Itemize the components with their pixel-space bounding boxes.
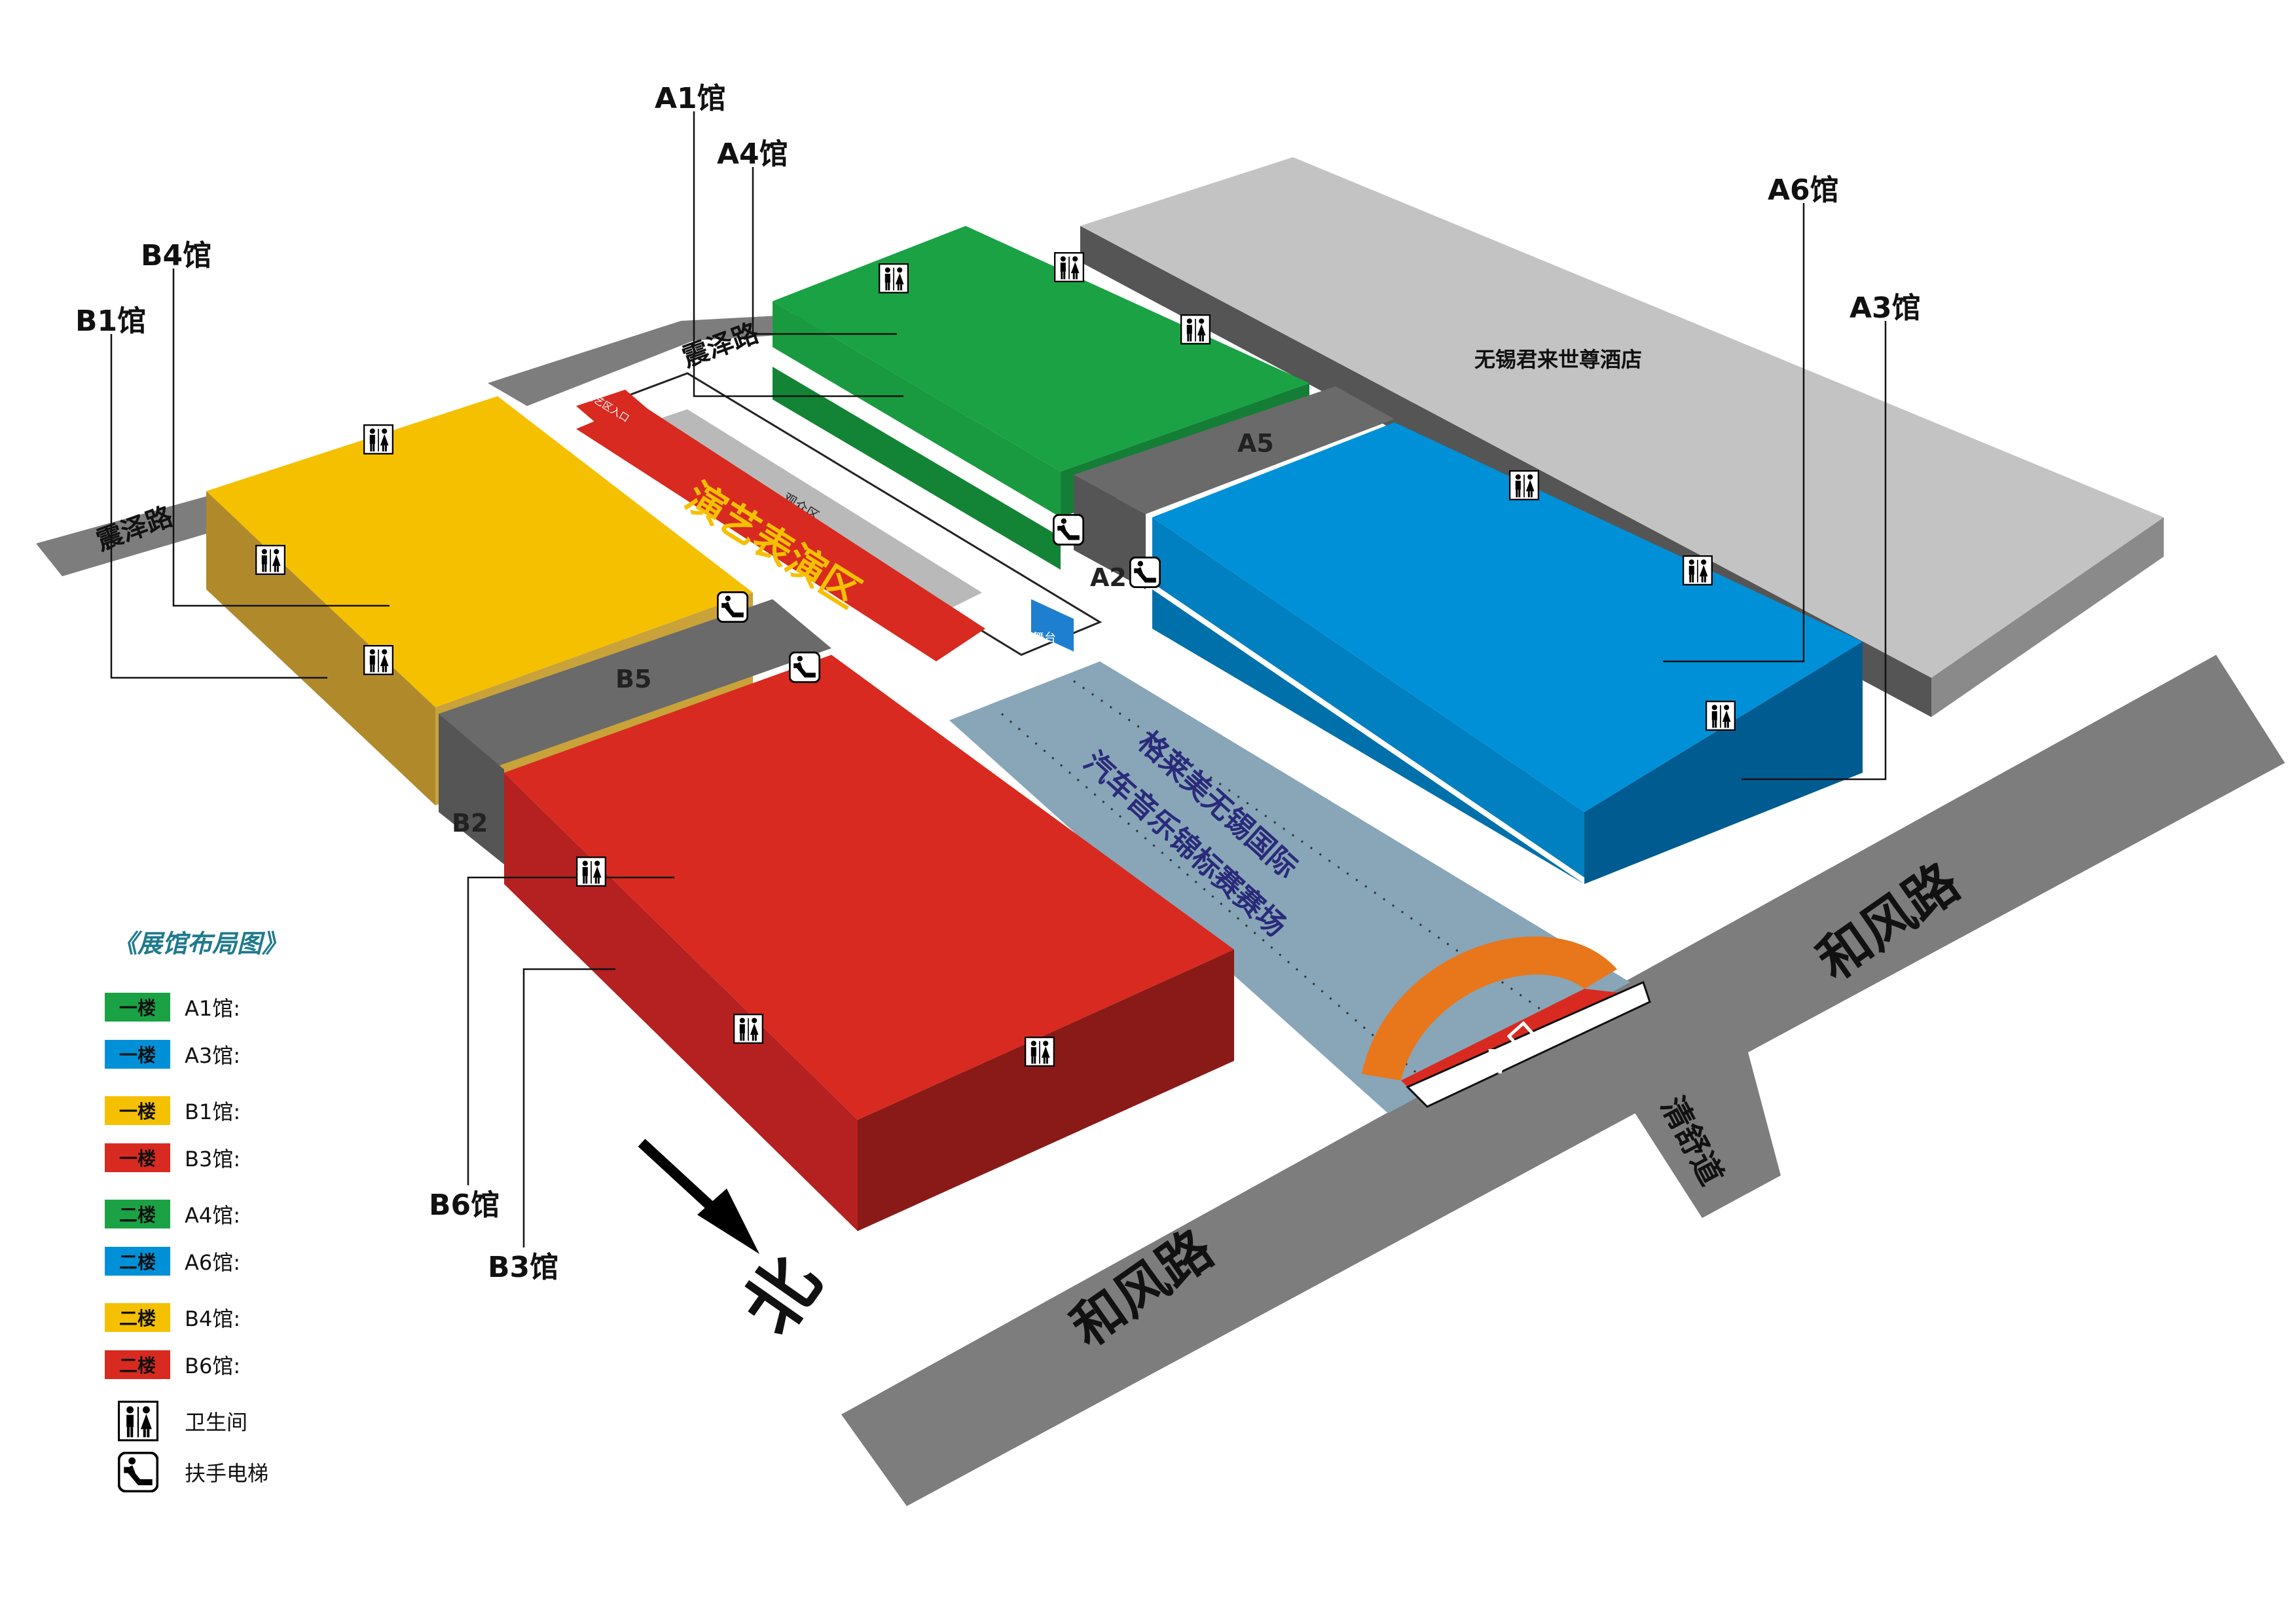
floor-badge: 一楼 (105, 993, 170, 1022)
legend-hall-label: A1馆: (185, 996, 241, 1021)
zone-b2: B2 (452, 809, 488, 838)
escalator-icon (118, 1452, 158, 1492)
floor-badge: 一楼 (105, 1040, 170, 1069)
floor-badge: 二楼 (105, 1200, 170, 1228)
green-side-lower (773, 367, 1061, 570)
hall-label-a1: A1馆 (655, 82, 726, 115)
legend-escalator-label: 扶手电梯 (185, 1461, 269, 1486)
legend-item: 二楼 A6馆: (105, 1242, 445, 1280)
legend-item: 二楼 B4馆: (105, 1299, 445, 1337)
floor-badge: 一楼 (105, 1143, 170, 1172)
entrance-arch (1362, 936, 1617, 1080)
legend-item: 一楼 A3馆: (105, 1035, 445, 1073)
restroom-icon (1054, 252, 1084, 282)
restroom-icon (363, 424, 393, 454)
blue-side (1152, 517, 1584, 877)
legend-item: 二楼 B6馆: (105, 1346, 445, 1384)
restroom-icon (1683, 555, 1713, 585)
road-qingshu (1591, 966, 1781, 1218)
legend-hall-label: B4馆: (185, 1306, 241, 1331)
restroom-icon (1509, 470, 1539, 500)
escalator-icon (789, 652, 820, 683)
hotel-top (1080, 157, 2164, 678)
a5-corridor-front (1074, 475, 1146, 589)
blue-side-lower (1152, 589, 1584, 884)
zone-b5: B5 (615, 665, 651, 693)
legend-item: 一楼 B1馆: (105, 1092, 445, 1130)
stage-marker (1031, 599, 1074, 652)
legend-restroom-label: 卫生间 (185, 1410, 248, 1435)
b5-corridor-front (439, 714, 504, 864)
restroom-icon (1180, 314, 1211, 344)
restroom-icon (576, 857, 606, 887)
restroom-icon (255, 545, 285, 575)
road-hefeng (841, 655, 2285, 1506)
a5-corridor-top (1074, 386, 1394, 514)
hall-label-a3: A3馆 (1850, 291, 1921, 325)
b5-corridor-top (439, 599, 831, 766)
blue-front (1584, 642, 1863, 884)
legend-rows: 一楼 A1馆: 一楼 A3馆: 一楼 B1馆: 一楼 B3馆: 二楼 A4馆: 二楼 A6馆: 二楼 B4… (105, 988, 445, 1384)
hall-label-b1: B1馆 (75, 304, 146, 338)
zone-a2: A2 (1090, 563, 1127, 592)
hall-label-a6: A6馆 (1768, 174, 1839, 207)
side-entrance-marker (576, 390, 648, 426)
escalator-icon (1053, 514, 1084, 545)
restroom-icon (1705, 701, 1736, 731)
north-arrow-icon (638, 1139, 759, 1254)
hall-label-b6: B6馆 (429, 1189, 500, 1222)
legend-hall-label: A4馆: (185, 1203, 241, 1228)
competition-field (949, 661, 1630, 1113)
entrance-gate (1406, 980, 1651, 1108)
legend-item: 二楼 A4馆: (105, 1195, 445, 1233)
legend-hall-label: B6馆: (185, 1354, 241, 1378)
hall-callouts (110, 111, 1887, 1247)
restroom-icon (363, 645, 393, 675)
legend-hall-label: B3馆: (185, 1147, 241, 1172)
legend-escalator: 扶手电梯 (105, 1453, 445, 1491)
north-label: 北 (727, 1242, 837, 1349)
competition-dots-1 (1001, 712, 1441, 1095)
restroom-icon (118, 1401, 158, 1441)
restroom-icon (733, 1014, 763, 1044)
stage-label: 舞台 (1032, 631, 1056, 645)
hotel-front (1931, 517, 2164, 717)
green-side (773, 301, 1061, 517)
floor-badge: 二楼 (105, 1247, 170, 1276)
yellow-top (206, 396, 753, 707)
blue-top (1152, 422, 1863, 812)
red-top (504, 655, 1234, 1120)
floor-badge: 一楼 (105, 1096, 170, 1125)
hall-label-a4: A4馆 (717, 138, 788, 171)
legend-item: 一楼 A1馆: (105, 988, 445, 1026)
legend-item: 一楼 B3馆: (105, 1139, 445, 1177)
escalator-icon (717, 591, 748, 623)
hall-label-b3: B3馆 (488, 1251, 558, 1284)
legend-hall-label: A6馆: (185, 1250, 241, 1275)
legend-hall-label: A3馆: (185, 1043, 241, 1068)
legend-title: 《展馆布局图》 (113, 929, 287, 958)
road-zhenze-left (36, 485, 262, 576)
hotel-label: 无锡君来世尊酒店 (1474, 347, 1642, 372)
restroom-icon (1025, 1037, 1055, 1067)
zone-a5: A5 (1237, 429, 1274, 458)
performance-area (576, 403, 985, 661)
legend-restroom: 卫生间 (105, 1401, 445, 1441)
red-side (504, 773, 858, 1231)
legend-hall-label: B1馆: (185, 1099, 241, 1124)
floor-badge: 二楼 (105, 1350, 170, 1379)
hall-label-b4: B4馆 (141, 239, 211, 272)
escalator-icon (1129, 557, 1161, 588)
restroom-icon (879, 263, 909, 293)
red-front (858, 950, 1234, 1231)
floor-badge: 二楼 (105, 1303, 170, 1332)
